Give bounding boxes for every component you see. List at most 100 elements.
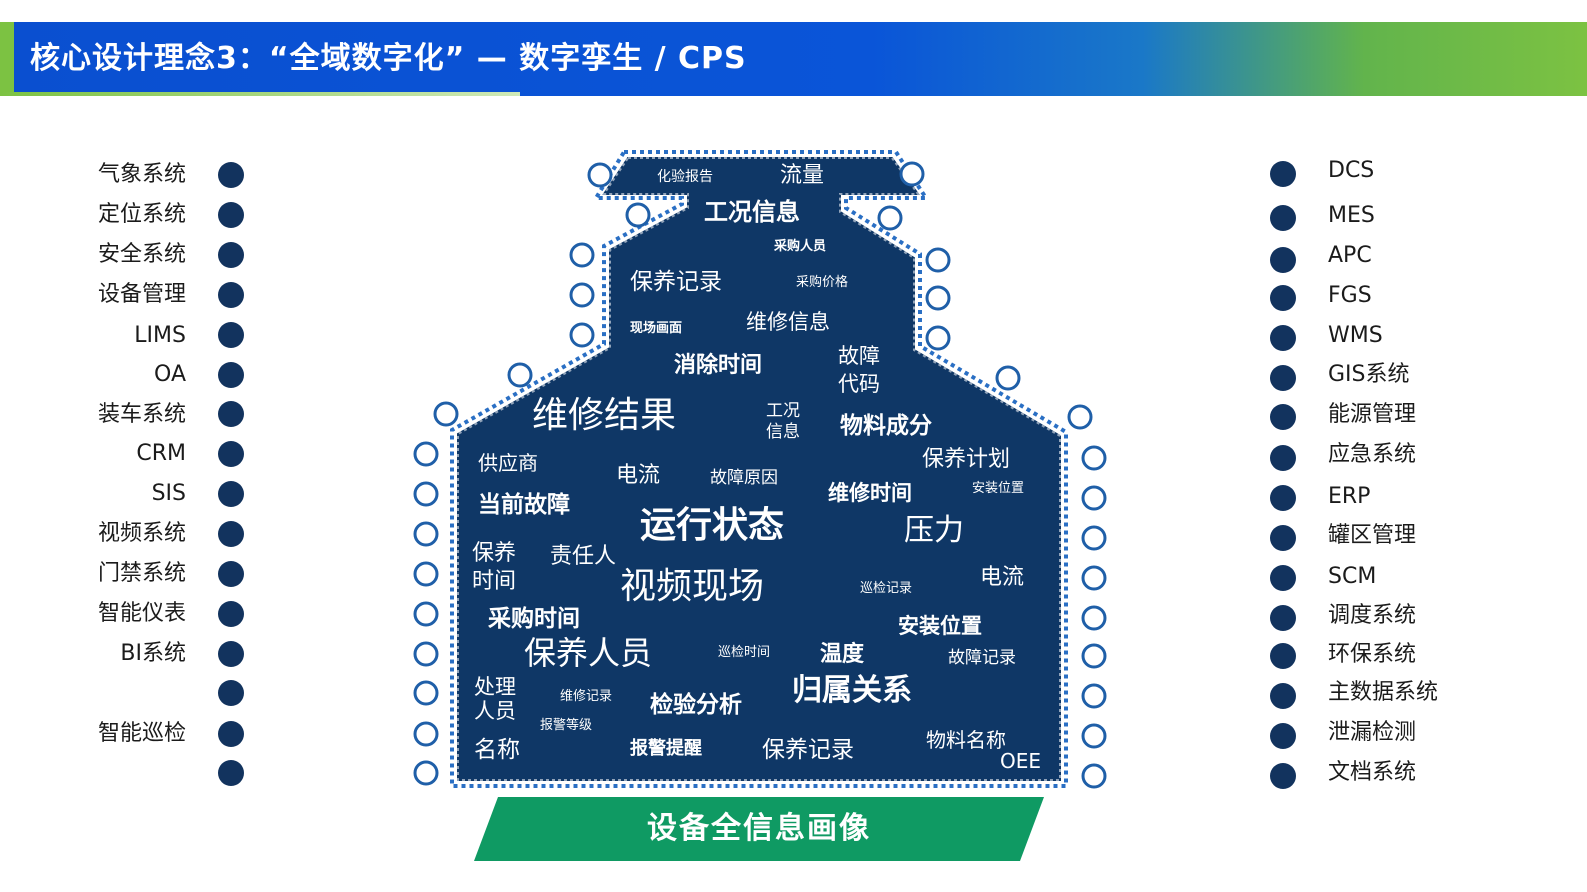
right-system-label: 调度系统 [1328,603,1417,628]
hollow-ring-icon [1081,565,1107,591]
word-ownership-relation: 归属关系 [792,673,912,708]
filled-navy-dot-icon [218,561,244,587]
word-time: 时间 [472,569,517,594]
word-running-state: 运行状态 [640,505,785,546]
hollow-ring-icon [899,161,925,187]
filled-navy-dot-icon [1270,525,1296,551]
hollow-ring-icon [1081,445,1107,471]
hollow-ring-icon [925,285,951,311]
header-bar [0,22,1587,96]
filled-navy-dot-icon [218,641,244,667]
word-repair-record: 维修记录 [560,689,613,704]
word-supplier: 供应商 [478,451,538,475]
left-system-label: LIMS [134,323,186,348]
right-system-label: SCM [1328,564,1377,589]
left-system-label: 安全系统 [97,242,186,267]
word-install-location-small: 安装位置 [972,481,1025,496]
right-system-label: DCS [1328,158,1375,183]
word-flow: 流量 [780,163,825,188]
hollow-ring-icon [569,282,595,308]
word-fault-cause: 故障原因 [710,468,778,488]
hollow-ring-icon [569,322,595,348]
right-system-label: 泄漏检测 [1328,720,1417,745]
word-material-composition: 物料成分 [840,413,932,439]
right-system-label: 文档系统 [1328,760,1417,785]
left-system-label: 设备管理 [97,282,186,307]
left-system-label: 门禁系统 [97,561,186,586]
hollow-ring-icon [877,205,903,231]
filled-navy-dot-icon [1270,325,1296,351]
filled-navy-dot-icon [218,601,244,627]
filled-navy-dot-icon [1270,445,1296,471]
word-pressure: 压力 [904,513,964,548]
right-system-label: 环保系统 [1328,642,1417,667]
hollow-ring-icon [413,760,439,786]
filled-navy-dot-icon [218,282,244,308]
word-responsible-person: 责任人 [550,544,617,569]
filled-navy-dot-icon [218,441,244,467]
hollow-ring-icon [1081,763,1107,789]
filled-navy-dot-icon [1270,247,1296,273]
word-oee: OEE [1000,749,1042,773]
word-info: 信息 [766,422,800,442]
hollow-ring-icon [925,247,951,273]
hollow-ring-icon [433,401,459,427]
word-fault-record: 故障记录 [948,648,1016,668]
hollow-ring-icon [1067,404,1093,430]
filled-navy-dot-icon [218,202,244,228]
word-purchaser: 采购人员 [774,239,827,254]
left-system-label: CRM [136,441,186,466]
filled-navy-dot-icon [1270,683,1296,709]
word-alarm-level: 报警等级 [540,718,593,733]
left-system-label: BI系统 [120,641,186,666]
right-system-label: APC [1328,243,1372,268]
hollow-ring-icon [413,441,439,467]
filled-navy-dot-icon [218,401,244,427]
filled-navy-dot-icon [218,760,244,786]
word-maintenance-record: 保养记录 [630,269,722,295]
right-system-label: 能源管理 [1328,402,1417,427]
left-system-label: 气象系统 [97,162,186,187]
hollow-ring-icon [1081,643,1107,669]
filled-navy-dot-icon [218,322,244,348]
word-repair-result: 维修结果 [532,395,677,436]
left-system-label: 定位系统 [97,202,186,227]
word-temperature: 温度 [820,642,865,667]
right-system-label: FGS [1328,283,1372,308]
right-system-label: 罐区管理 [1328,523,1417,548]
filled-navy-dot-icon [1270,605,1296,631]
filled-navy-dot-icon [1270,723,1296,749]
hollow-ring-icon [1081,683,1107,709]
filled-navy-dot-icon [1270,763,1296,789]
filled-navy-dot-icon [1270,285,1296,311]
page-title: 核心设计理念3：“全域数字化” — 数字孪生 / CPS [30,41,747,76]
filled-navy-dot-icon [1270,643,1296,669]
right-system-label: GIS系统 [1328,362,1410,387]
filled-navy-dot-icon [1270,365,1296,391]
filled-navy-dot-icon [218,680,244,706]
word-current-2: 电流 [980,565,1025,590]
hollow-ring-icon [507,362,533,388]
word-purchase-price: 采购价格 [796,275,849,290]
word-maintenance-plan: 保养计划 [922,447,1011,472]
word-repair-time: 维修时间 [828,481,912,505]
hollow-ring-icon [413,680,439,706]
hollow-ring-icon [413,601,439,627]
hollow-ring-icon [413,521,439,547]
hollow-ring-icon [413,641,439,667]
word-inspection-time: 巡检时间 [718,645,771,660]
left-system-label: 视频系统 [97,521,186,546]
word-name: 名称 [474,737,520,763]
hollow-ring-icon [1081,485,1107,511]
connector-lines [231,172,1283,778]
hollow-ring-icon [1081,723,1107,749]
right-system-label: ERP [1328,484,1371,509]
word-material-name: 物料名称 [926,728,1006,752]
left-system-label: 智能巡检 [97,721,186,746]
filled-navy-dot-icon [1270,161,1296,187]
equipment-profile-banner-label: 设备全信息画像 [647,811,871,846]
hollow-ring-icon [413,481,439,507]
hollow-ring-icon [413,721,439,747]
hollow-ring-icon [995,365,1021,391]
hollow-ring-icon [587,162,613,188]
